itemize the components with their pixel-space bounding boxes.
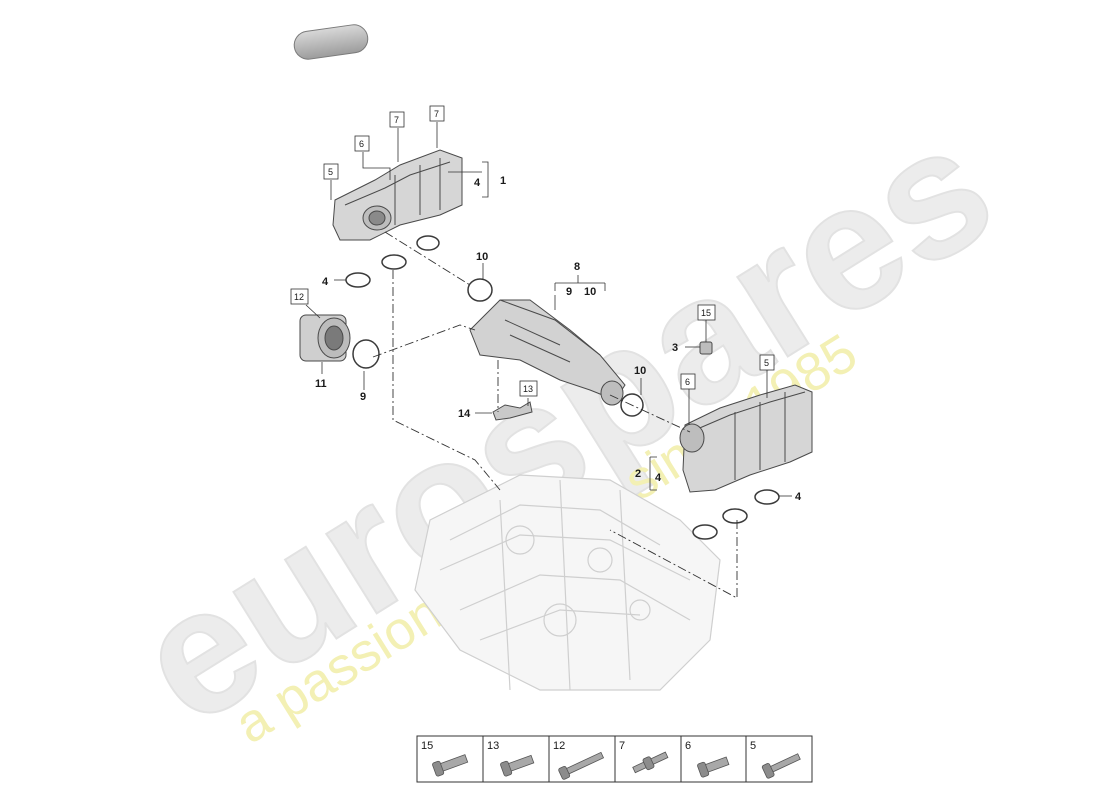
bolt-icon — [432, 754, 469, 777]
boxed-callout-13: 13 — [519, 380, 538, 397]
fastener-cell-12: 12 — [553, 740, 605, 780]
callout-10: 10 — [634, 365, 646, 377]
callout-3: 3 — [672, 342, 678, 354]
o-ring — [620, 393, 644, 417]
svg-text:7: 7 — [619, 740, 625, 752]
fastener-cell-15: 15 — [421, 740, 469, 777]
air-distributor — [469, 299, 626, 406]
sensor — [699, 341, 713, 355]
boxed-callout-12: 12 — [290, 288, 309, 305]
callout-14: 14 — [458, 408, 471, 420]
gasket-ring — [381, 254, 407, 270]
gasket-ring — [345, 272, 371, 288]
intake-manifold-right — [679, 384, 813, 493]
callout-4: 4 — [474, 177, 481, 189]
callout-10: 10 — [584, 286, 596, 298]
gasket-ring — [722, 508, 748, 524]
fastener-cell-5: 5 — [750, 740, 801, 779]
svg-text:13: 13 — [523, 384, 533, 394]
throttle-body — [299, 314, 351, 362]
svg-text:15: 15 — [421, 740, 433, 752]
gasket-ring — [416, 235, 440, 251]
leader-lines — [305, 122, 792, 497]
bracket — [492, 401, 533, 421]
svg-text:7: 7 — [394, 115, 399, 125]
callouts: 1 4 4 10 8 9 10 11 9 3 10 14 2 4 4 — [315, 175, 802, 503]
o-ring — [352, 339, 380, 369]
callout-4: 4 — [322, 276, 329, 288]
svg-text:5: 5 — [764, 358, 769, 368]
pill-icon — [293, 24, 369, 60]
fastener-cell-13: 13 — [487, 740, 535, 777]
svg-text:5: 5 — [750, 740, 756, 752]
callout-4: 4 — [655, 472, 662, 484]
boxed-callout-7: 7 — [429, 105, 445, 122]
intake-manifold-left — [332, 149, 463, 241]
boxed-callout-6: 6 — [680, 373, 696, 390]
callout-11: 11 — [315, 378, 327, 390]
callout-8: 8 — [574, 261, 580, 273]
svg-text:15: 15 — [701, 308, 711, 318]
boxed-callout-5: 5 — [759, 354, 775, 371]
o-ring — [467, 278, 493, 302]
boxed-callout-6: 6 — [354, 135, 370, 152]
bolt-icon — [697, 756, 730, 778]
callout-9: 9 — [566, 286, 572, 298]
callout-9: 9 — [360, 391, 366, 403]
svg-text:6: 6 — [685, 377, 690, 387]
boxed-callout-7: 7 — [389, 111, 405, 128]
gasket-ring — [754, 489, 780, 505]
fastener-cell-7: 7 — [619, 740, 669, 774]
svg-text:5: 5 — [328, 167, 333, 177]
callout-4: 4 — [795, 491, 802, 503]
boxed-callout-5: 5 — [323, 163, 339, 180]
bolt-icon — [558, 751, 605, 780]
engine-block — [414, 474, 721, 691]
svg-text:12: 12 — [294, 292, 304, 302]
gasket-ring — [692, 524, 718, 540]
callout-2: 2 — [635, 468, 641, 480]
callout-1: 1 — [500, 175, 506, 187]
boxed-callouts: 5 6 7 7 12 13 15 6 5 — [290, 105, 775, 397]
svg-text:6: 6 — [685, 740, 691, 752]
boxed-callout-15: 15 — [697, 304, 716, 321]
bolt-icon — [761, 753, 801, 779]
svg-text:6: 6 — [359, 139, 364, 149]
guide-lines — [372, 231, 738, 599]
svg-text:12: 12 — [553, 740, 565, 752]
svg-text:13: 13 — [487, 740, 499, 752]
svg-text:7: 7 — [434, 109, 439, 119]
fastener-table: 15 13 12 7 — [416, 735, 813, 783]
bolt-icon — [500, 754, 535, 777]
stud-icon — [632, 751, 669, 774]
callout-10: 10 — [476, 251, 488, 263]
fastener-cell-6: 6 — [685, 740, 730, 778]
